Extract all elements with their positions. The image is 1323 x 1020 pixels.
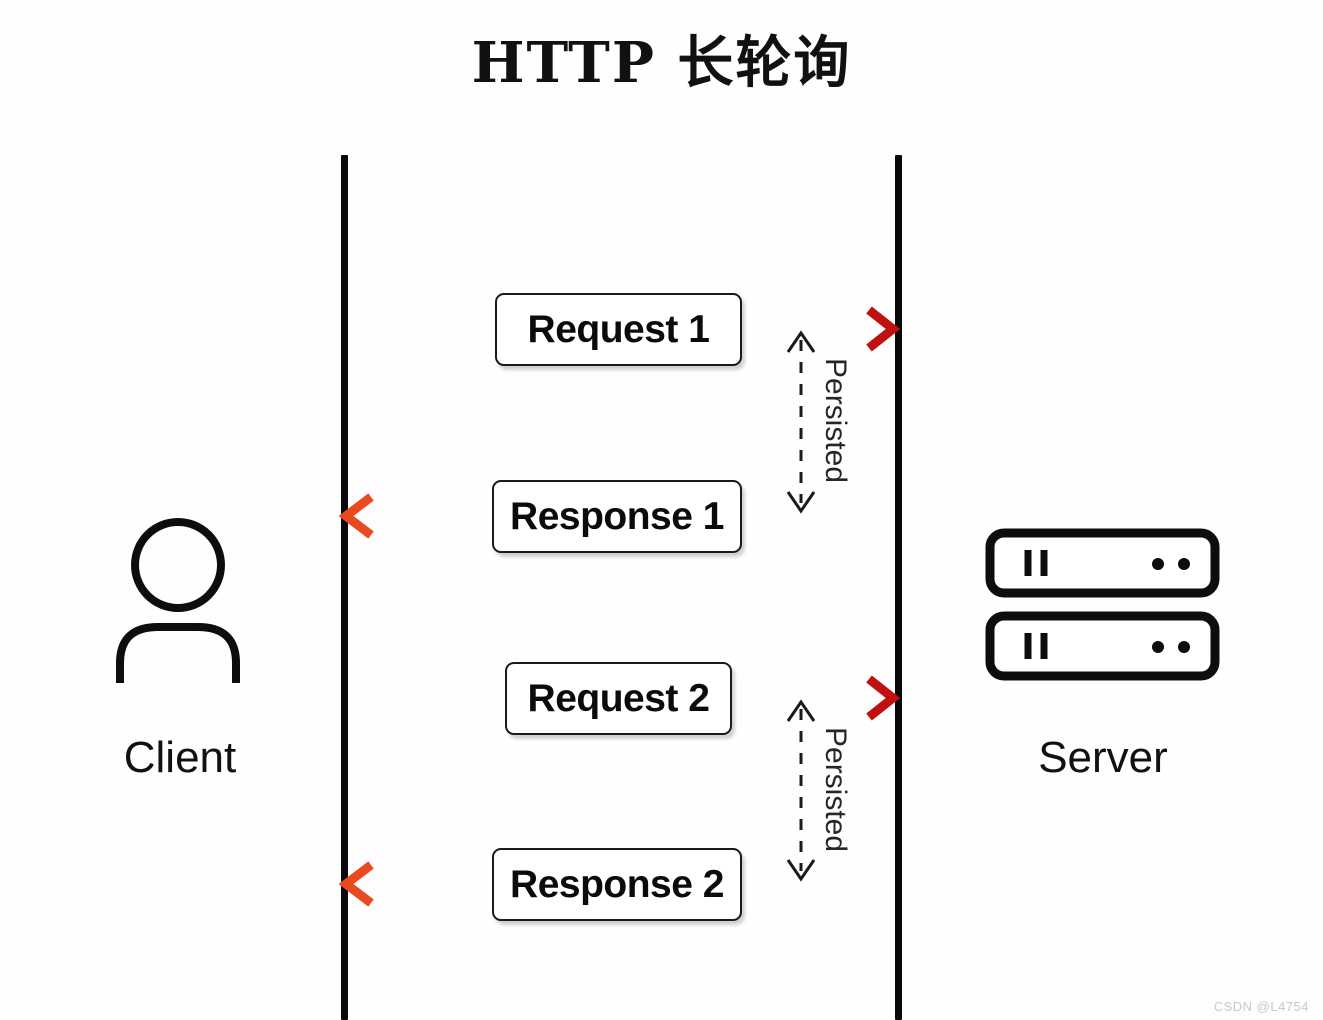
message-box-request-2[interactable]: Request 2 (505, 662, 732, 735)
watermark: CSDN @L4754 (1213, 999, 1309, 1014)
server-rack-icon (985, 528, 1220, 681)
persisted-label-1: Persisted (819, 358, 852, 484)
server-lifeline (895, 155, 902, 1020)
client-lifeline (341, 155, 348, 1020)
person-icon (116, 518, 240, 683)
message-label: Response 2 (510, 862, 724, 906)
persisted-label-2: Persisted (819, 727, 852, 853)
persisted-indicator-1 (786, 330, 816, 514)
message-box-response-2[interactable]: Response 2 (492, 848, 742, 921)
message-label: Response 1 (510, 494, 724, 538)
message-box-response-1[interactable]: Response 1 (492, 480, 742, 553)
server-label: Server (1038, 733, 1168, 782)
page-title: HTTP 长轮询 (471, 30, 852, 96)
message-label: Request 1 (527, 307, 710, 351)
persisted-indicator-2 (786, 699, 816, 882)
client-label: Client (123, 733, 237, 782)
message-box-request-1[interactable]: Request 1 (495, 293, 742, 366)
message-label: Request 2 (527, 676, 710, 720)
